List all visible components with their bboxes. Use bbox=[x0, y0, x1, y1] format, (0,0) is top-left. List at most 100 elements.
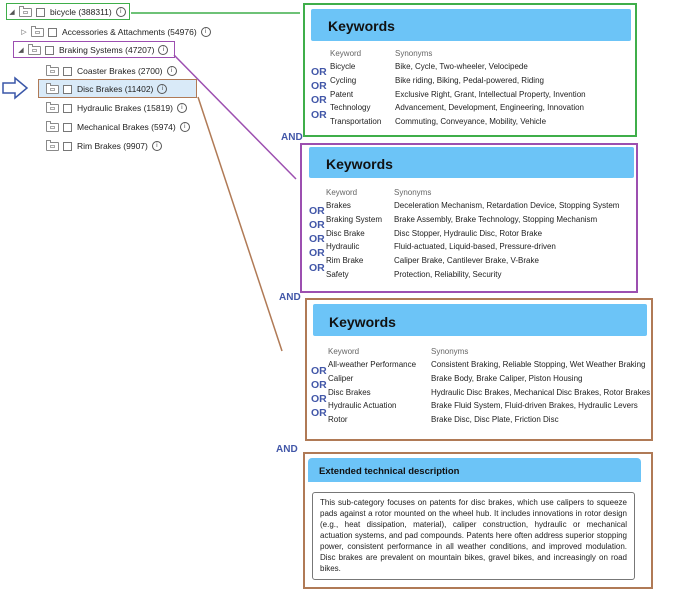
panel-title: Keywords bbox=[309, 147, 634, 178]
info-icon[interactable]: i bbox=[179, 122, 190, 132]
synonyms-cell: Consistent Braking, Reliable Stopping, W… bbox=[431, 360, 646, 370]
tree-item-label: bicycle (388311) bbox=[50, 7, 112, 17]
synonyms-cell: Exclusive Right, Grant, Intellectual Pro… bbox=[395, 89, 586, 99]
folder-icon bbox=[28, 43, 41, 55]
tree-checkbox[interactable] bbox=[63, 141, 72, 151]
or-label: OR bbox=[309, 205, 325, 217]
keyword-cell: Safety bbox=[326, 269, 349, 279]
synonyms-cell: Fluid-actuated, Liquid-based, Pressure-d… bbox=[394, 242, 556, 252]
synonyms-cell: Deceleration Mechanism, Retardation Devi… bbox=[394, 201, 620, 211]
or-label: OR bbox=[311, 393, 327, 405]
info-icon[interactable]: i bbox=[158, 45, 169, 55]
root-highlight-box bbox=[6, 3, 130, 20]
tree-checkbox[interactable] bbox=[48, 27, 57, 37]
tree-item-coaster-brakes[interactable]: Coaster Brakes (2700) i bbox=[43, 63, 177, 79]
col-synonyms-header: Synonyms bbox=[395, 49, 433, 58]
keyword-cell: Disc Brakes bbox=[328, 387, 371, 397]
synonyms-cell: Brake Assembly, Brake Technology, Stoppi… bbox=[394, 215, 598, 225]
or-label: OR bbox=[311, 66, 327, 78]
keywords-panel-bicycle: Keywords Keyword Synonyms Bicycle Bike, Cy… bbox=[303, 3, 637, 137]
tree-checkbox[interactable] bbox=[36, 7, 45, 17]
tree-item-disc-brakes[interactable]: Disc Brakes (11402) i bbox=[43, 81, 168, 97]
disc-brakes-highlight-box bbox=[38, 79, 197, 98]
and-label: AND bbox=[281, 132, 303, 143]
table-row: Rotor Brake Disc, Disc Plate, Friction Di… bbox=[328, 413, 650, 427]
or-label: OR bbox=[311, 407, 327, 419]
hollow-right-arrow-icon bbox=[2, 76, 29, 100]
synonyms-cell: Brake Disc, Disc Plate, Friction Disc bbox=[431, 415, 559, 425]
info-icon[interactable]: i bbox=[151, 141, 162, 151]
info-icon[interactable]: i bbox=[157, 84, 168, 94]
tree-item-rim-brakes[interactable]: Rim Brakes (9907) i bbox=[43, 138, 162, 154]
or-label: OR bbox=[309, 262, 325, 274]
or-label: OR bbox=[311, 379, 327, 391]
tree-checkbox[interactable] bbox=[63, 103, 72, 113]
keyword-cell: Cycling bbox=[330, 76, 357, 86]
caret-down-icon[interactable]: ◢ bbox=[9, 9, 15, 16]
table-row: Rim Brake Caliper Brake, Cantilever Brake… bbox=[326, 254, 619, 268]
brown-connector-line bbox=[197, 96, 283, 352]
panel-title: Keywords bbox=[313, 304, 647, 336]
or-label: OR bbox=[311, 365, 327, 377]
keyword-cell: Hydraulic Actuation bbox=[328, 401, 397, 411]
panel-title: Keywords bbox=[311, 9, 631, 41]
col-keyword-header: Keyword bbox=[330, 49, 362, 58]
tree-item-label: Braking Systems (47207) bbox=[59, 45, 155, 55]
keyword-cell: Braking System bbox=[326, 215, 383, 225]
synonyms-cell: Caliper Brake, Cantilever Brake, V-Brake bbox=[394, 256, 539, 266]
synonyms-cell: Hydraulic Disc Brakes, Mechanical Disc B… bbox=[431, 387, 651, 397]
table-row: Bicycle Bike, Cycle, Two-wheeler, Velocip… bbox=[330, 60, 586, 74]
keyword-cell: Rim Brake bbox=[326, 256, 364, 266]
col-keyword-header: Keyword bbox=[328, 347, 360, 356]
info-icon[interactable]: i bbox=[200, 27, 211, 37]
tree-item-label: Mechanical Brakes (5974) bbox=[77, 122, 176, 132]
tree-item-accessories[interactable]: ▷ Accessories & Attachments (54976) i bbox=[20, 24, 211, 40]
keyword-cell: Caliper bbox=[328, 374, 354, 384]
or-label: OR bbox=[309, 247, 325, 259]
tree-item-braking-systems[interactable]: ◢ Braking Systems (47207) i bbox=[17, 42, 169, 58]
col-keyword-header: Keyword bbox=[326, 188, 358, 197]
folder-icon bbox=[46, 82, 59, 94]
caret-right-icon[interactable]: ▷ bbox=[21, 29, 27, 36]
tree-item-label: Hydraulic Brakes (15819) bbox=[77, 103, 173, 113]
keyword-cell: Transportation bbox=[330, 117, 382, 127]
folder-icon bbox=[46, 64, 59, 76]
keyword-cell: Hydraulic bbox=[326, 242, 360, 252]
folder-icon bbox=[19, 5, 32, 17]
keywords-table: Keyword Synonyms Bicycle Bike, Cycle, Two-… bbox=[330, 47, 586, 128]
extended-description-text: This sub-category focuses on patents for… bbox=[312, 492, 635, 580]
tree-item-mechanical-brakes[interactable]: Mechanical Brakes (5974) i bbox=[43, 119, 190, 135]
synonyms-cell: Bike, Cycle, Two-wheeler, Velocipede bbox=[395, 62, 528, 72]
tree-item-hydraulic-brakes[interactable]: Hydraulic Brakes (15819) i bbox=[43, 100, 187, 116]
info-icon[interactable]: i bbox=[176, 103, 187, 113]
tree-checkbox[interactable] bbox=[45, 45, 54, 55]
caret-down-icon[interactable]: ◢ bbox=[18, 47, 24, 54]
keyword-cell: Technology bbox=[330, 103, 371, 113]
or-label: OR bbox=[311, 109, 327, 121]
tree-checkbox[interactable] bbox=[63, 66, 72, 76]
col-synonyms-header: Synonyms bbox=[394, 188, 432, 197]
tree-checkbox[interactable] bbox=[63, 84, 72, 94]
synonyms-cell: Brake Body, Brake Caliper, Piston Housin… bbox=[431, 374, 583, 384]
tree-checkbox[interactable] bbox=[63, 122, 72, 132]
synonyms-cell: Protection, Reliability, Security bbox=[394, 269, 502, 279]
keyword-cell: Bicycle bbox=[330, 62, 356, 72]
table-row: Caliper Brake Body, Brake Caliper, Piston… bbox=[328, 372, 650, 386]
and-label: AND bbox=[279, 292, 301, 303]
tree-item-bicycle[interactable]: ◢ bicycle (388311) i bbox=[8, 4, 126, 20]
braking-highlight-box bbox=[13, 41, 175, 58]
synonyms-cell: Disc Stopper, Hydraulic Disc, Rotor Brak… bbox=[394, 228, 543, 238]
info-icon[interactable]: i bbox=[115, 7, 126, 17]
table-row: Disc Brakes Hydraulic Disc Brakes, Mechan… bbox=[328, 385, 650, 399]
info-icon[interactable]: i bbox=[166, 66, 177, 76]
keyword-cell: Rotor bbox=[328, 415, 348, 425]
